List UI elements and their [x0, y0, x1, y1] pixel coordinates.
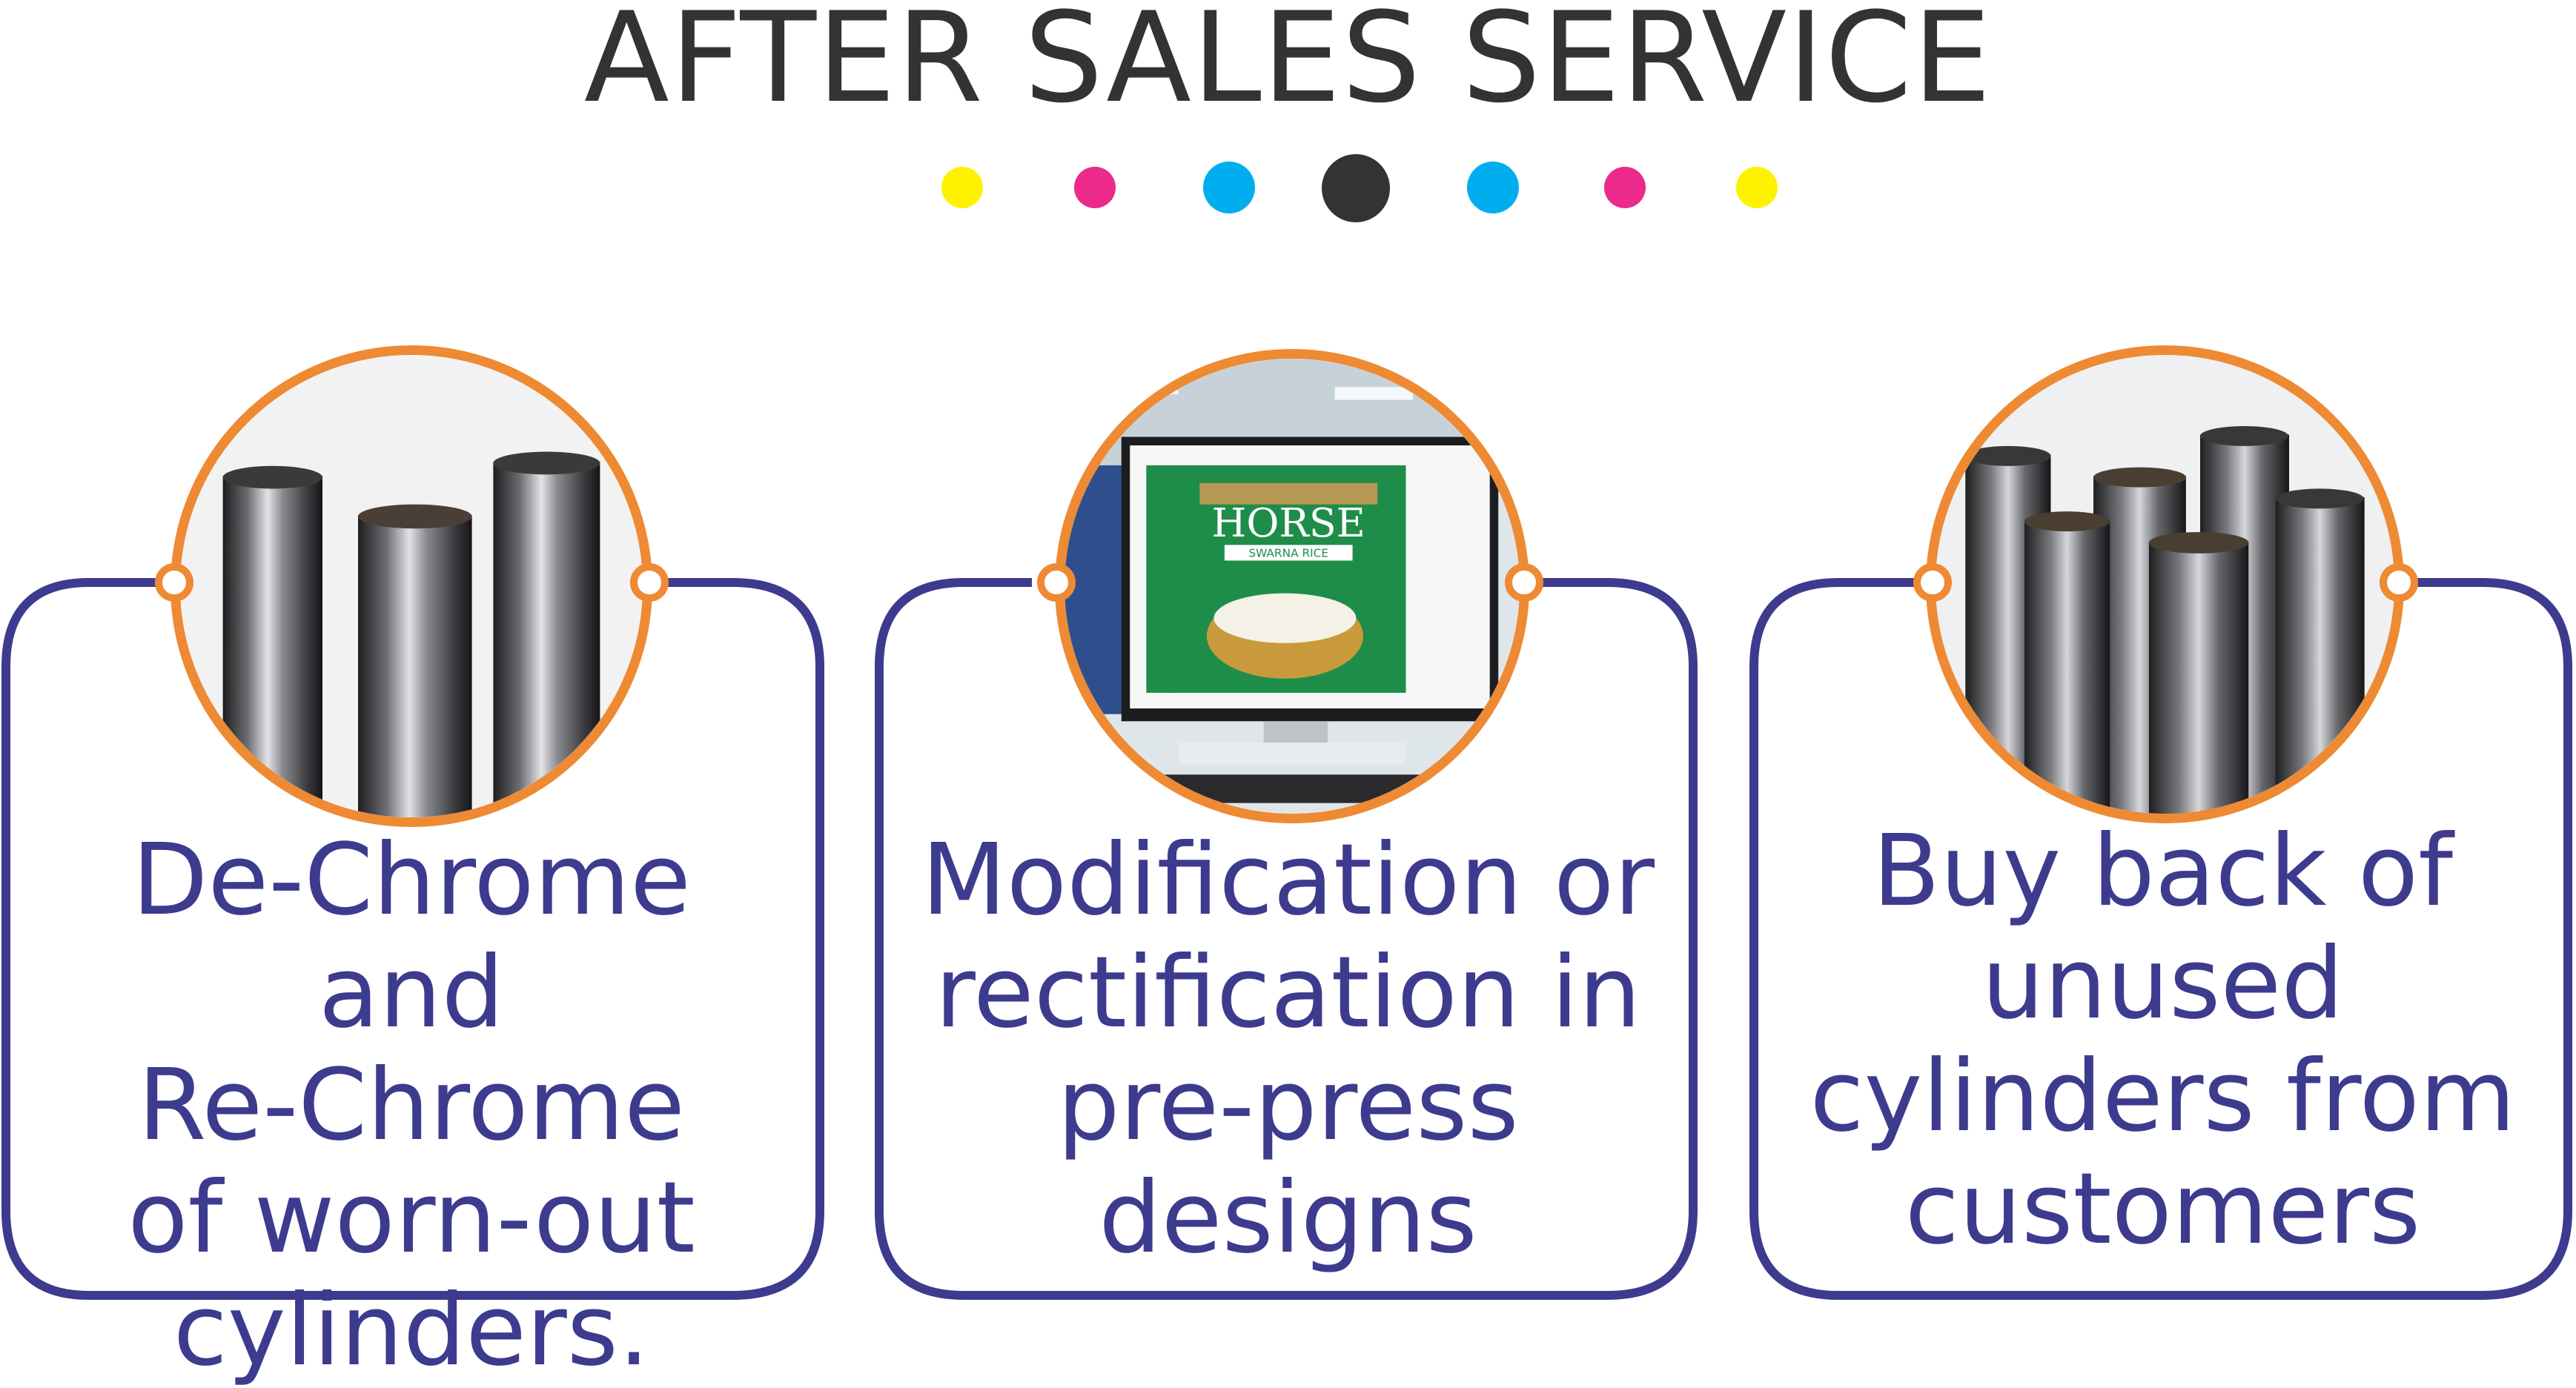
page-title: AFTER SALES SERVICE: [583, 0, 1993, 130]
card-line: customers: [1904, 1152, 2421, 1266]
card-line: cylinders from: [1810, 1040, 2516, 1154]
prepress-monitor-photo: HORSE SWARNA RICE: [1055, 349, 1529, 823]
card-line: rectification in: [935, 936, 1641, 1050]
monitor-brand-text: HORSE: [1212, 499, 1365, 546]
card-frames: [1, 578, 2572, 1300]
cyan-dot: [1203, 162, 1255, 213]
card-line: Re-Chrome: [138, 1049, 685, 1163]
card-3-text: Buy back of unused cylinders from custom…: [1772, 815, 2554, 1266]
card-line: of worn-out: [128, 1161, 695, 1275]
monitor-sub-text: SWARNA RICE: [1248, 547, 1328, 560]
card-line: De-Chrome and: [132, 823, 691, 1050]
black-dot: [1322, 154, 1390, 222]
card-line: unused: [1981, 927, 2344, 1041]
ring-knob: [2380, 563, 2418, 602]
ring-knob: [1037, 563, 1076, 602]
yellow-dot: [1736, 167, 1778, 208]
color-dots: [0, 0, 2576, 222]
magenta-dot: [1074, 167, 1116, 208]
ring-knob: [630, 563, 669, 602]
card-line: designs: [1099, 1161, 1477, 1275]
ring-knob: [1913, 563, 1952, 602]
card-frame-1: [1, 578, 824, 1300]
cyan-dot: [1467, 162, 1519, 213]
card-2-text: Modification or rectification in pre-pre…: [897, 824, 1679, 1275]
card-line: pre-press: [1057, 1049, 1519, 1163]
ring-knob: [1505, 563, 1543, 602]
chrome-cylinders-photo: [170, 345, 652, 827]
card-line: Modification or: [921, 823, 1655, 937]
card-line: Buy back of: [1872, 814, 2454, 929]
cylinder-stock-photo: [1926, 345, 2404, 823]
magenta-dot: [1604, 167, 1646, 208]
card-line: cylinders.: [173, 1274, 650, 1388]
card-frame-3: [1749, 578, 2572, 1300]
card-1-text: De-Chrome and Re-Chrome of worn-out cyli…: [30, 824, 793, 1387]
card-frame-2: [875, 578, 1698, 1300]
ring-knob: [155, 563, 193, 602]
yellow-dot: [941, 167, 983, 208]
